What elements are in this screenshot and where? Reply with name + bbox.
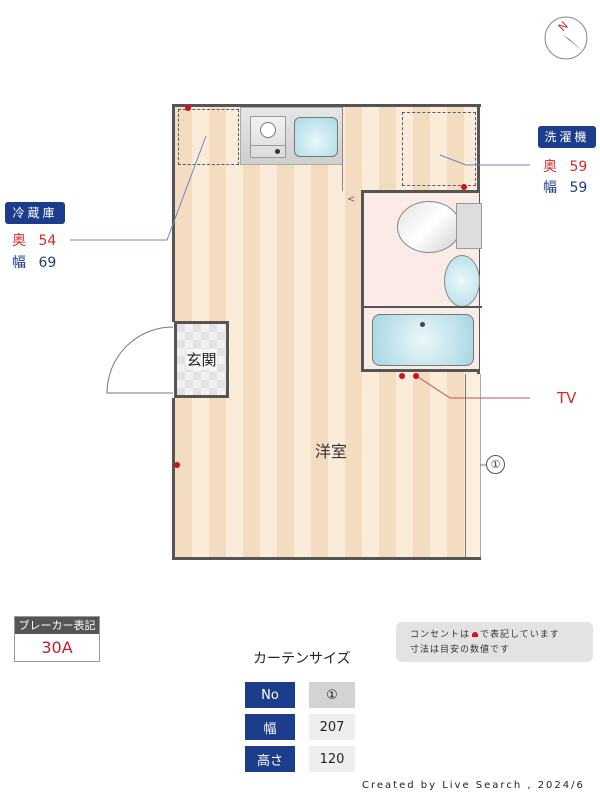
breaker-value: 30A [41,638,73,657]
drain-icon [420,322,425,327]
fridge-tag: 冷蔵庫 [5,202,65,224]
entrance-label: 玄関 [186,349,217,370]
washer-depth: 奥 59 [543,156,587,176]
fridge-depth-label: 奥 [12,233,26,249]
curtain-title: カーテンサイズ [253,651,351,667]
fridge-width: 幅 69 [12,252,56,272]
fridge-depth: 奥 54 [12,230,56,250]
outlet-tv-2 [413,373,419,379]
washer-depth-label: 奥 [543,159,557,175]
compass: N [543,15,589,61]
burner-icon [260,122,276,138]
kitchen-sink [294,117,338,157]
curtain-key-width: 幅 [245,714,295,740]
curtain-value-height: 120 [309,746,355,772]
outlet-left-wall [174,462,180,468]
wall-bottom [172,557,481,560]
fridge-depth-value: 54 [38,233,57,249]
toilet [397,201,461,253]
outlet-tv-1 [399,373,405,379]
outlet-legend-icon [472,632,479,637]
entrance-door[interactable] [105,325,175,395]
entrance: 玄関 [174,321,229,398]
washer-width-value: 59 [569,180,588,196]
breaker-box: ブレーカー表記 30A [14,616,100,662]
compass-icon: N [544,16,588,60]
bathroom-door-swing: < [347,194,356,205]
washer-space [402,112,476,186]
wall-left-bottom [172,398,175,560]
note-line-2: 寸法は目安の数値です [410,645,511,655]
fridge-width-value: 69 [38,255,57,271]
outlet-fridge [185,105,191,111]
footer-credit: Created by Live Search , 2024/6 [362,780,585,791]
bathtub [372,314,474,366]
main-room-label: 洋室 [315,442,348,461]
wall-top [172,104,481,107]
curtain-value-width: 207 [309,714,355,740]
kitchen-partition [342,107,343,191]
curtain-key-height: 高さ [245,746,295,772]
wall-left-top [172,104,175,322]
curtain-key-no: No [245,682,295,708]
washer-width-label: 幅 [543,180,557,196]
washer-tag: 洗濯機 [538,126,596,148]
window-marker: ① [486,455,505,474]
tv-label: TV [557,389,577,407]
outlet-washer [461,184,467,190]
breaker-title: ブレーカー表記 [15,617,99,634]
washer-depth-value: 59 [569,159,588,175]
stove [250,116,286,158]
note-box: コンセントはで表記しています 寸法は目安の数値です [396,622,593,662]
fridge-space [178,109,239,165]
curtain-value-no: ① [309,682,355,708]
note-line-1: コンセントはで表記しています [410,630,560,640]
bathroom-unit [361,190,482,372]
washer-width: 幅 59 [543,177,587,197]
toilet-tank [456,203,482,249]
fridge-width-label: 幅 [12,255,26,271]
